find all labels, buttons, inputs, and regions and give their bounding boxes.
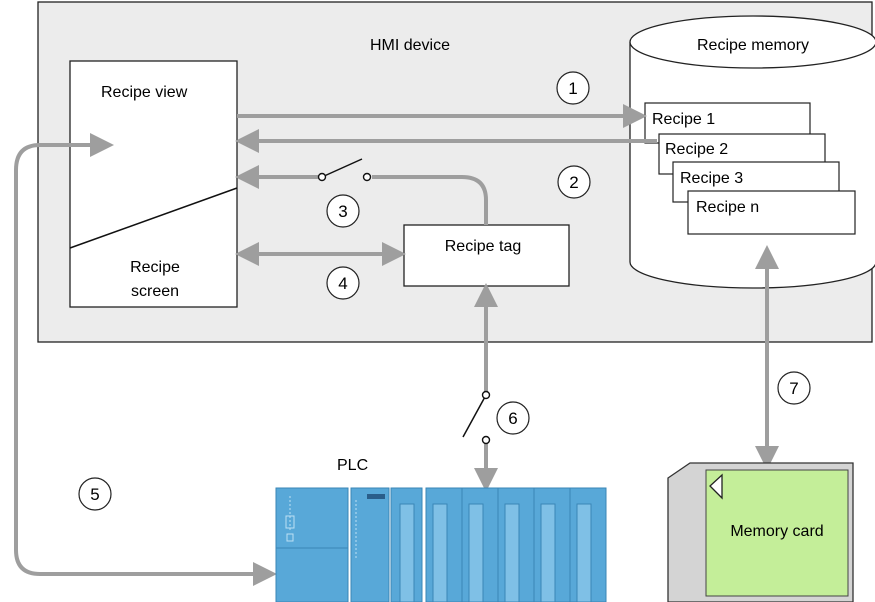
- recipe-n-card: [687, 190, 856, 235]
- recipe-view-label: Recipe view: [101, 84, 188, 101]
- step-1-marker: 1: [556, 71, 590, 105]
- svg-text:2: 2: [569, 173, 578, 192]
- svg-text:7: 7: [789, 379, 798, 398]
- step-5-marker: 5: [78, 477, 112, 511]
- recipe-1-label: Recipe 1: [652, 111, 715, 128]
- switch-6-icon: [462, 390, 492, 445]
- step-7-marker: 7: [777, 371, 811, 405]
- recipe-tag-box: [403, 224, 570, 287]
- hmi-device-label: HMI device: [370, 37, 450, 54]
- svg-text:5: 5: [90, 485, 99, 504]
- recipe-tag-label: Recipe tag: [445, 238, 522, 255]
- recipe-3-label: Recipe 3: [680, 170, 743, 187]
- plc-label: PLC: [337, 457, 368, 474]
- step-3-marker: 3: [326, 194, 360, 228]
- recipe-memory-label: Recipe memory: [697, 37, 809, 54]
- svg-text:3: 3: [338, 202, 347, 221]
- recipe-screen-label-line2: screen: [131, 283, 179, 300]
- arrow-3: [235, 165, 488, 225]
- arrow-5: [14, 133, 277, 586]
- recipe-screen-label-line1: Recipe: [130, 259, 180, 276]
- memory-card-icon: [667, 462, 854, 602]
- recipe-n-label: Recipe n: [696, 199, 759, 216]
- switch-3-icon: [317, 158, 372, 183]
- recipe-2-label: Recipe 2: [665, 141, 728, 158]
- svg-text:4: 4: [338, 274, 347, 293]
- svg-text:6: 6: [508, 409, 517, 428]
- memory-card-label: Memory card: [730, 523, 823, 540]
- step-6-marker: 6: [496, 401, 530, 435]
- step-4-marker: 4: [326, 266, 360, 300]
- svg-text:1: 1: [568, 79, 577, 98]
- step-2-marker: 2: [557, 165, 591, 199]
- plc-rack-icon: [275, 487, 607, 602]
